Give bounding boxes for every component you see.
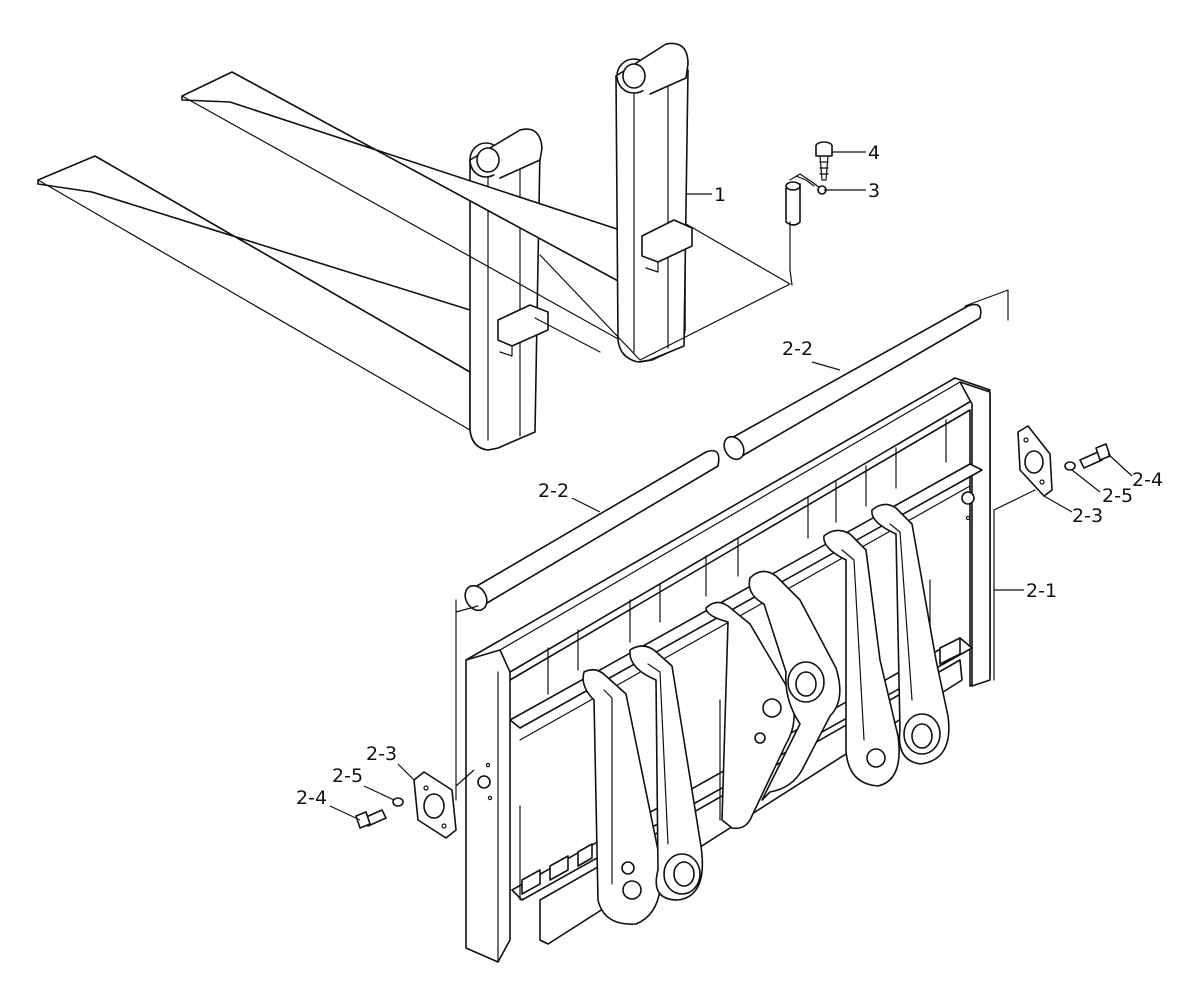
label-left-washer: 2-5 [332,765,363,787]
leader-lines [329,151,1133,821]
left-mounting-plate [413,771,457,839]
rod-bracket-lines [455,289,1036,801]
lever-arm-right-2 [871,503,950,765]
screw-part [815,141,833,181]
left-plate-align-line [455,769,475,787]
lever-arm-left-1 [582,668,662,925]
lever-arm-left-2 [629,645,704,901]
label-left-plate: 2-3 [366,743,397,765]
label-frame: 2-1 [1026,580,1057,602]
label-fork: 1 [714,184,726,206]
lower-rod [464,449,720,612]
right-washer [1064,461,1076,471]
center-link [748,570,841,801]
chain-part [785,173,827,286]
left-bolt [355,809,387,829]
label-chain: 3 [868,180,880,202]
label-right-plate: 2-3 [1072,505,1103,527]
label-rod-lower: 2-2 [538,480,569,502]
part-labels: 1 3 4 2-2 2-2 2-1 2-3 2-5 2-4 2-3 2-5 2-… [296,142,1163,809]
right-mounting-plate [1017,425,1053,497]
label-rod-upper: 2-2 [782,338,813,360]
left-washer [392,797,404,807]
upper-rod [723,303,982,461]
lever-arm-right-1 [823,529,900,787]
label-left-bolt: 2-4 [296,787,327,809]
label-screw: 4 [868,142,880,164]
center-bracket [705,601,795,830]
label-right-bolt: 2-4 [1132,469,1163,491]
right-bolt [1079,443,1111,469]
label-right-washer: 2-5 [1102,485,1133,507]
fork-assembly [37,42,791,451]
